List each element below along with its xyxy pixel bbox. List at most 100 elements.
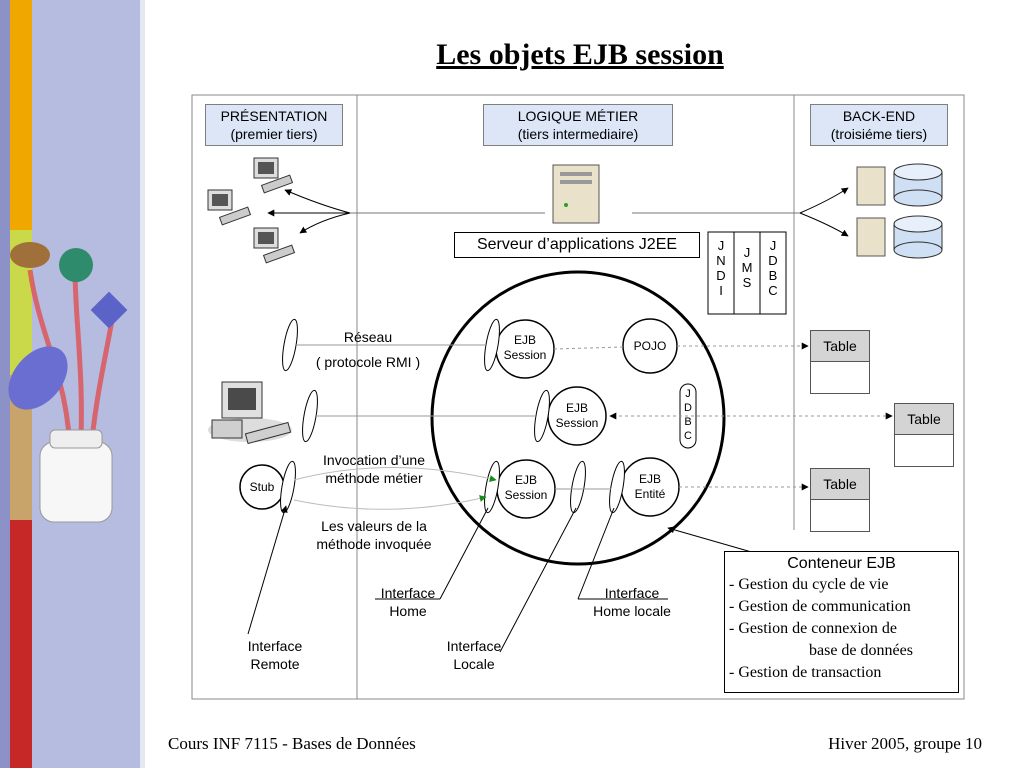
letter: J bbox=[743, 245, 751, 260]
sidebar-orange-band bbox=[10, 0, 32, 230]
label-line: Session bbox=[555, 416, 599, 430]
tier-logique: LOGIQUE MÉTIER (tiers intermediaire) bbox=[483, 104, 673, 146]
brown-pill-icon bbox=[10, 242, 50, 268]
label-line: Invocation d’une bbox=[323, 452, 425, 468]
letter: N bbox=[716, 253, 726, 268]
label-line: Remote bbox=[250, 656, 300, 672]
interface-shape bbox=[534, 389, 550, 443]
label-line: Session bbox=[504, 488, 548, 502]
client-computer-icon bbox=[253, 157, 294, 194]
ejb-session-label-1: EJB Session bbox=[496, 333, 554, 363]
table-3: Table bbox=[810, 468, 870, 532]
label-line: Les valeurs de la bbox=[321, 518, 427, 534]
ejb-session-label-2: EJB Session bbox=[548, 401, 606, 431]
letter: J bbox=[717, 238, 725, 253]
label-line: EJB bbox=[514, 473, 537, 487]
interface-home-label: Interface Home bbox=[370, 584, 446, 620]
jms-box bbox=[733, 231, 761, 315]
jndi-label: J N D I bbox=[708, 238, 734, 298]
tier-presentation-title: PRÉSENTATION bbox=[220, 108, 328, 124]
letter: B bbox=[684, 416, 692, 428]
backend-server-icon bbox=[856, 166, 886, 206]
letter: D bbox=[684, 402, 692, 414]
container-item: - Gestion de communication bbox=[729, 598, 911, 615]
desktop-computer-icon bbox=[208, 381, 292, 445]
stub-label: Stub bbox=[249, 480, 275, 494]
letter: C bbox=[684, 430, 692, 442]
letter: I bbox=[719, 283, 723, 298]
ejb-session-label-3: EJB Session bbox=[497, 473, 555, 503]
globe-pill-icon bbox=[59, 248, 93, 282]
letter: J bbox=[769, 238, 777, 253]
backend-server-icon bbox=[856, 217, 886, 257]
interface-home-locale-label: Interface Home locale bbox=[580, 584, 684, 620]
pointer-interface-home-locale bbox=[577, 507, 615, 600]
slide-title: Les objets EJB session bbox=[436, 38, 724, 71]
tier-backend-subtitle: (troisiéme tiers) bbox=[830, 126, 928, 142]
reseau-label: Réseau bbox=[343, 329, 393, 345]
jms-label: J M S bbox=[734, 245, 760, 290]
letter: J bbox=[685, 388, 691, 400]
return-value-arrow bbox=[293, 495, 487, 510]
interface-shape bbox=[302, 389, 318, 443]
pointer-interface-home bbox=[439, 507, 489, 600]
client-arrow-bottom bbox=[299, 212, 351, 234]
pill-jar-lid-icon bbox=[49, 429, 103, 449]
tier-presentation-subtitle: (premier tiers) bbox=[230, 126, 318, 142]
label-line: EJB bbox=[638, 472, 661, 486]
inner-jdbc-label: J D B C bbox=[680, 387, 696, 443]
session-pojo-line bbox=[553, 346, 624, 350]
tier-logique-subtitle: (tiers intermediaire) bbox=[517, 126, 639, 142]
database-icon bbox=[893, 215, 943, 259]
pojo-label: POJO bbox=[633, 339, 667, 353]
backend-arrow-bottom bbox=[799, 212, 849, 237]
invocation-label: Invocation d’une méthode métier bbox=[306, 451, 442, 487]
interface-shape-reseau bbox=[282, 318, 298, 372]
valeurs-label: Les valeurs de la méthode invoquée bbox=[302, 517, 446, 553]
protocole-label: ( protocole RMI ) bbox=[315, 354, 421, 370]
footer-right: Hiver 2005, groupe 10 bbox=[828, 734, 982, 753]
interface-shape bbox=[484, 318, 500, 372]
interface-remote-label: Interface Remote bbox=[236, 637, 314, 673]
letter: D bbox=[716, 268, 726, 283]
label-line: méthode métier bbox=[325, 470, 423, 486]
tier-logique-title: LOGIQUE MÉTIER bbox=[517, 108, 639, 124]
label-line: Interface bbox=[446, 638, 502, 654]
ejb-entite-label: EJB Entité bbox=[621, 472, 679, 502]
container-item: - Gestion de transaction bbox=[729, 664, 882, 681]
label-line: Session bbox=[503, 348, 547, 362]
label-line: Interface bbox=[380, 585, 436, 601]
label-line: Home locale bbox=[593, 603, 671, 619]
sidebar-edge bbox=[0, 0, 10, 768]
letter: B bbox=[768, 268, 778, 283]
tier-backend-title: BACK-END bbox=[842, 108, 916, 124]
letter: M bbox=[741, 260, 753, 275]
sidebar-tan-band bbox=[10, 375, 32, 520]
capsule-icon bbox=[8, 346, 68, 410]
server-label: Serveur d’applications J2EE bbox=[454, 232, 700, 258]
table-1: Table bbox=[810, 330, 870, 394]
pointer-interface-remote bbox=[247, 505, 288, 635]
label-line: Entité bbox=[634, 487, 666, 501]
client-computer-icon bbox=[207, 189, 252, 226]
label-line: EJB bbox=[565, 401, 588, 415]
label-line: Interface bbox=[247, 638, 303, 654]
interface-locale-label: Interface Locale bbox=[436, 637, 512, 673]
letter: S bbox=[742, 275, 752, 290]
diamond-pill-icon bbox=[90, 291, 128, 329]
client-computer-icon bbox=[253, 227, 296, 264]
table-header: Table bbox=[895, 404, 953, 435]
tier-backend: BACK-END (troisiéme tiers) bbox=[810, 104, 948, 146]
server-icon bbox=[552, 164, 600, 224]
table-header: Table bbox=[811, 469, 869, 500]
container-item: base de données bbox=[809, 642, 913, 659]
jdbc-label: J D B C bbox=[760, 238, 786, 298]
pointer-interface-locale bbox=[499, 507, 577, 653]
pointer-container bbox=[667, 526, 756, 554]
table-2: Table bbox=[894, 403, 954, 467]
label-line: Home bbox=[389, 603, 427, 619]
diagram-frame bbox=[191, 94, 965, 700]
client-arrow-top bbox=[284, 189, 351, 214]
sidebar-red-band bbox=[10, 520, 32, 768]
